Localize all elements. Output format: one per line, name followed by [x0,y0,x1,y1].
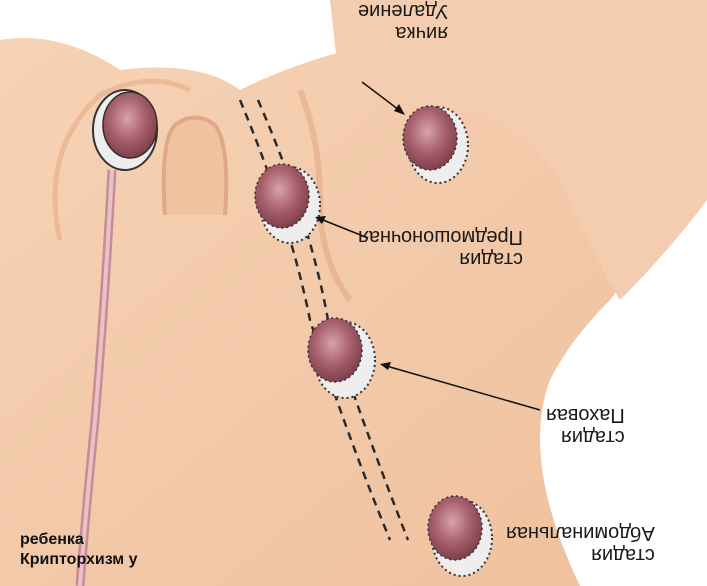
figure-caption: ребенка Крипторхизм у [20,530,220,570]
label-abdominal-line2: Абдоминальная [506,522,655,544]
label-prescrotal-line2: Предмошоночная [358,226,523,248]
penis-shape [164,118,227,216]
label-removed-line1: яичка [358,22,448,44]
label-prescrotal: стадия Предмошоночная [358,226,523,270]
label-prescrotal-line1: стадия [358,248,523,270]
caption-line2: Крипторхизм у [20,550,220,570]
label-abdominal-line1: стадия [506,544,655,566]
label-inguinal-line1: стадия [546,426,625,448]
label-removed: яичка Удаление [358,0,448,44]
caption-line1: ребенка [20,530,220,550]
testis-scrotal [93,90,157,170]
label-abdominal: стадия Абдоминальная [506,522,655,566]
label-inguinal-line2: Паховая [546,404,625,426]
label-inguinal: стадия Паховая [546,404,625,448]
label-removed-line2: Удаление [358,0,448,22]
